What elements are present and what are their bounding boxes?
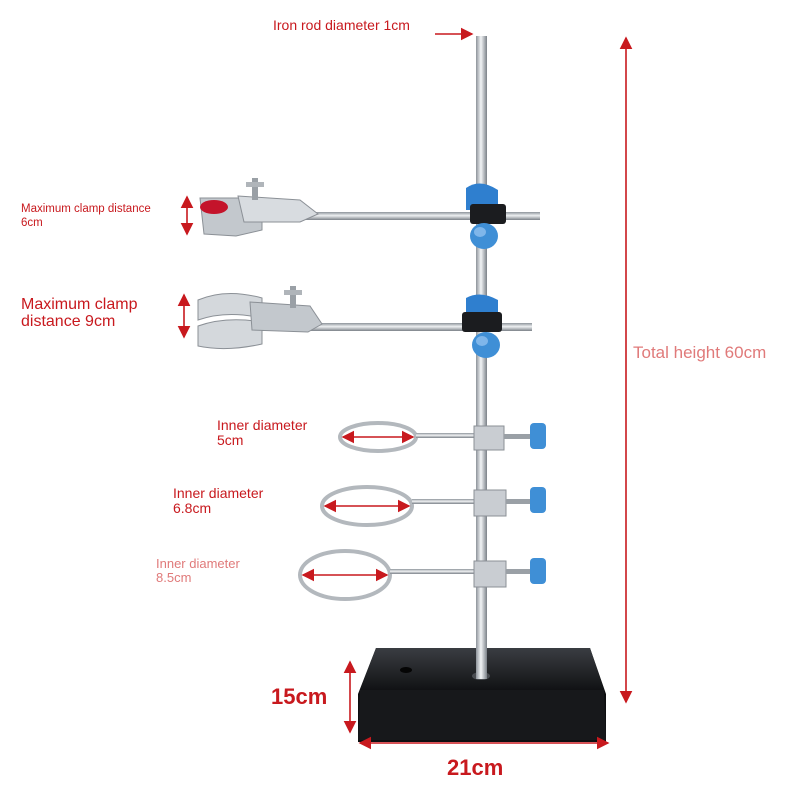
dimension-arrows bbox=[177, 27, 633, 750]
small-ring-assembly bbox=[338, 421, 546, 453]
small-clamp-label: Maximum clamp distance 6cm bbox=[21, 202, 151, 231]
large-ring-label-line2: 8.5cm bbox=[156, 570, 192, 586]
large-clamp-assembly bbox=[197, 286, 532, 358]
total-height-label: Total height 60cm bbox=[633, 343, 767, 362]
base-plate bbox=[358, 648, 606, 742]
small-clamp-label-line1: Maximum clamp distance bbox=[21, 203, 151, 215]
large-ring-assembly bbox=[298, 549, 546, 601]
base-depth-label: 15cm bbox=[271, 684, 328, 709]
small-clamp-assembly bbox=[199, 178, 540, 249]
small-ring-label: Inner diameter 5cm bbox=[217, 417, 308, 449]
large-clamp-label: Maximum clamp distance 9cm bbox=[21, 296, 138, 331]
medium-ring-label-line2: 6.8cm bbox=[173, 500, 212, 517]
rod-diameter-label: Iron rod diameter 1cm bbox=[273, 17, 410, 33]
large-ring-label: Inner diameter 8.5cm bbox=[156, 556, 240, 586]
vertical-rod bbox=[476, 36, 487, 679]
base-width-label: 21cm bbox=[447, 755, 504, 780]
small-clamp-label-line2: 6cm bbox=[21, 217, 43, 230]
large-clamp-label-line1: Maximum clamp bbox=[21, 296, 138, 313]
large-clamp-label-line2: distance 9cm bbox=[21, 312, 116, 330]
large-ring-label-line1: Inner diameter bbox=[156, 556, 240, 571]
medium-ring-label: Inner diameter 6.8cm bbox=[173, 485, 264, 517]
small-ring-label-line1: Inner diameter bbox=[217, 417, 308, 433]
medium-ring-label-line1: Inner diameter bbox=[173, 485, 264, 501]
small-ring-label-line2: 5cm bbox=[217, 432, 244, 449]
medium-ring-assembly bbox=[320, 485, 546, 527]
